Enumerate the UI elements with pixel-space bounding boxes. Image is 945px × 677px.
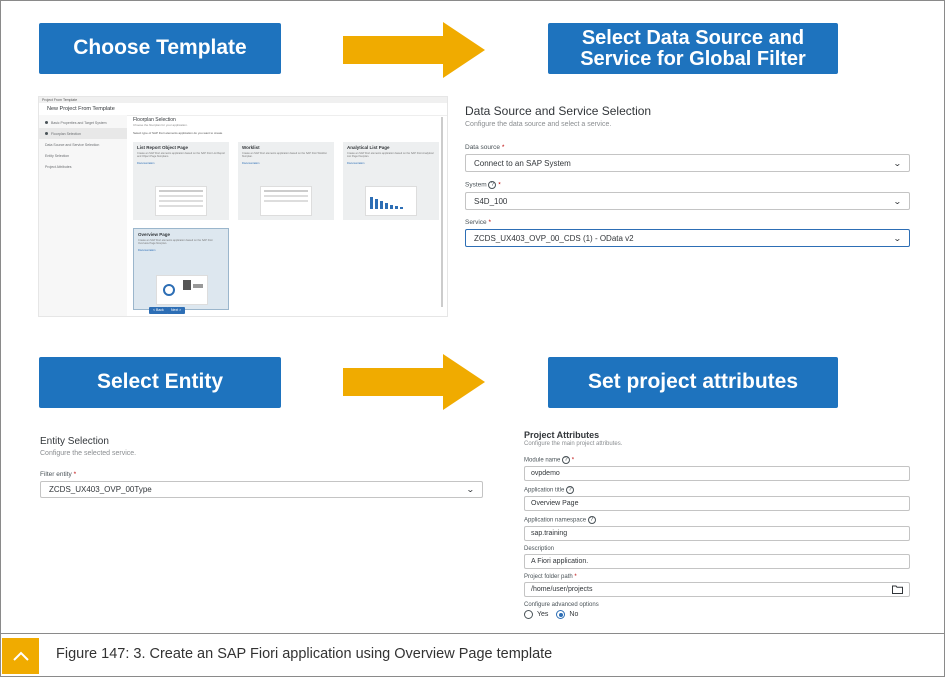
description-label: Description: [524, 546, 555, 552]
no-radio-label: No: [569, 611, 579, 618]
wizard-step[interactable]: Floorplan Selection: [39, 128, 127, 139]
entity-title: Entity Selection: [40, 436, 109, 447]
help-icon[interactable]: ?: [562, 456, 571, 464]
select-entity-banner: Select Entity: [39, 357, 281, 408]
app-title-input[interactable]: Overview Page: [524, 496, 910, 511]
back-button[interactable]: < Back: [149, 307, 168, 314]
app-title-label: Application title ?: [524, 486, 910, 494]
chevron-down-icon: ⌄: [466, 485, 476, 494]
filter-entity-label: Filter entity *: [40, 471, 77, 478]
yes-radio[interactable]: [524, 610, 533, 619]
wizard-steps: Basic Properties and Target System Floor…: [39, 115, 127, 316]
folder-path-label: Project folder path *: [524, 574, 577, 580]
module-name-label: Module name ? *: [524, 456, 575, 464]
help-icon[interactable]: ?: [587, 516, 596, 524]
chevron-down-icon: ⌄: [893, 233, 903, 243]
step-dot-icon: [45, 132, 48, 135]
collapse-icon[interactable]: [2, 638, 39, 674]
select-data-source-banner: Select Data Source and Service for Globa…: [548, 23, 838, 74]
no-radio[interactable]: [556, 610, 566, 619]
card-doc-link[interactable]: Documentation: [347, 162, 365, 165]
system-label: System ? *: [465, 181, 501, 189]
service-select[interactable]: ZCDS_UX403_OVP_00_CDS (1) - OData v2 ⌄: [465, 229, 910, 247]
data-source-select[interactable]: Connect to an SAP System ⌄: [465, 154, 910, 172]
figure-caption: Figure 147: 3. Create an SAP Fiori appli…: [0, 633, 945, 677]
wizard-step[interactable]: Basic Properties and Target System: [39, 117, 127, 128]
right-arrow-icon: [343, 354, 485, 410]
module-name-input[interactable]: ovpdemo: [524, 466, 910, 481]
chevron-down-icon: ⌄: [893, 158, 903, 168]
floorplan-selection: Floorplan Selection Choose the floorplan…: [133, 115, 441, 315]
filter-entity-select[interactable]: ZCDS_UX403_OVP_00Type ⌄: [40, 481, 483, 498]
service-label: Service *: [465, 219, 492, 226]
caption-text: Figure 147: 3. Create an SAP Fiori appli…: [56, 646, 553, 662]
help-icon[interactable]: ?: [566, 486, 575, 494]
card-desc: Create an SAP Fiori elements application…: [242, 152, 327, 158]
next-button[interactable]: Next >: [167, 307, 186, 314]
card-preview-image: [365, 186, 417, 216]
card-title: Worklist: [242, 145, 260, 150]
data-source-title: Data Source and Service Selection: [465, 104, 652, 118]
data-source-subtitle: Configure the data source and select a s…: [465, 121, 612, 128]
step-dot-icon: [45, 121, 48, 124]
card-preview-image: [156, 275, 208, 305]
description-input[interactable]: A Fiori application.: [524, 554, 910, 569]
attributes-title: Project Attributes: [524, 430, 600, 440]
system-select[interactable]: S4D_100 ⌄: [465, 192, 910, 210]
card-title: Analytical List Page: [347, 145, 390, 150]
set-project-attributes-banner: Set project attributes: [548, 357, 838, 408]
wizard-header: New Project From Template: [39, 103, 447, 116]
card-desc: Create an SAP Fiori elements application…: [347, 152, 434, 158]
card-preview-image: [260, 186, 312, 216]
floorplan-prompt: Select type of SAP Fiori elements applic…: [133, 131, 223, 135]
project-attributes-panel: Project Attributes Configure the main pr…: [524, 430, 910, 630]
attributes-subtitle: Configure the main project attributes.: [524, 441, 623, 447]
card-doc-link[interactable]: Documentation: [138, 249, 156, 252]
floorplan-card-overview-page[interactable]: Overview Page Create an SAP Fiori elemen…: [133, 228, 229, 310]
entity-subtitle: Configure the selected service.: [40, 450, 137, 457]
help-icon[interactable]: ?: [488, 181, 497, 189]
floorplan-subtitle: Choose the floorplan for your applicatio…: [133, 123, 188, 127]
yes-radio-label: Yes: [537, 611, 549, 618]
namespace-input[interactable]: sap.training: [524, 526, 910, 541]
folder-icon[interactable]: [892, 585, 903, 594]
namespace-label: Application namespace ?: [524, 516, 910, 524]
right-arrow-icon: [343, 22, 485, 78]
data-source-label: Data source *: [465, 144, 505, 151]
data-source-panel: Data Source and Service Selection Config…: [465, 104, 910, 247]
advanced-options-radios: Yes No: [524, 610, 910, 619]
floorplan-card-list-report[interactable]: List Report Object Page Create an SAP Fi…: [133, 142, 229, 220]
card-doc-link[interactable]: Documentation: [137, 162, 155, 165]
card-preview-image: [155, 186, 207, 216]
template-wizard-screenshot: Project From Template New Project From T…: [38, 96, 448, 317]
floorplan-title: Floorplan Selection: [133, 117, 176, 123]
card-desc: Create an SAP Fiori elements application…: [137, 152, 225, 158]
floorplan-card-worklist[interactable]: Worklist Create an SAP Fiori elements ap…: [238, 142, 334, 220]
card-title: Overview Page: [138, 232, 171, 237]
wizard-step[interactable]: Data Source and Service Selection: [45, 142, 100, 147]
wizard-step[interactable]: Project Attributes: [45, 164, 72, 169]
card-doc-link[interactable]: Documentation: [242, 162, 260, 165]
wizard-top-bar: Project From Template: [39, 97, 447, 103]
choose-template-banner: Choose Template: [39, 23, 281, 74]
folder-path-input[interactable]: /home/user/projects: [524, 582, 910, 597]
floorplan-card-analytical[interactable]: Analytical List Page Create an SAP Fiori…: [343, 142, 439, 220]
card-desc: Create an SAP Fiori elements application…: [138, 239, 213, 245]
scrollbar[interactable]: [441, 117, 443, 307]
wizard-step[interactable]: Entity Selection: [45, 153, 70, 158]
entity-panel: Entity Selection Configure the selected …: [40, 436, 483, 506]
chevron-down-icon: ⌄: [893, 196, 903, 206]
advanced-options-label: Configure advanced options: [524, 602, 599, 608]
card-title: List Report Object Page: [137, 145, 189, 150]
